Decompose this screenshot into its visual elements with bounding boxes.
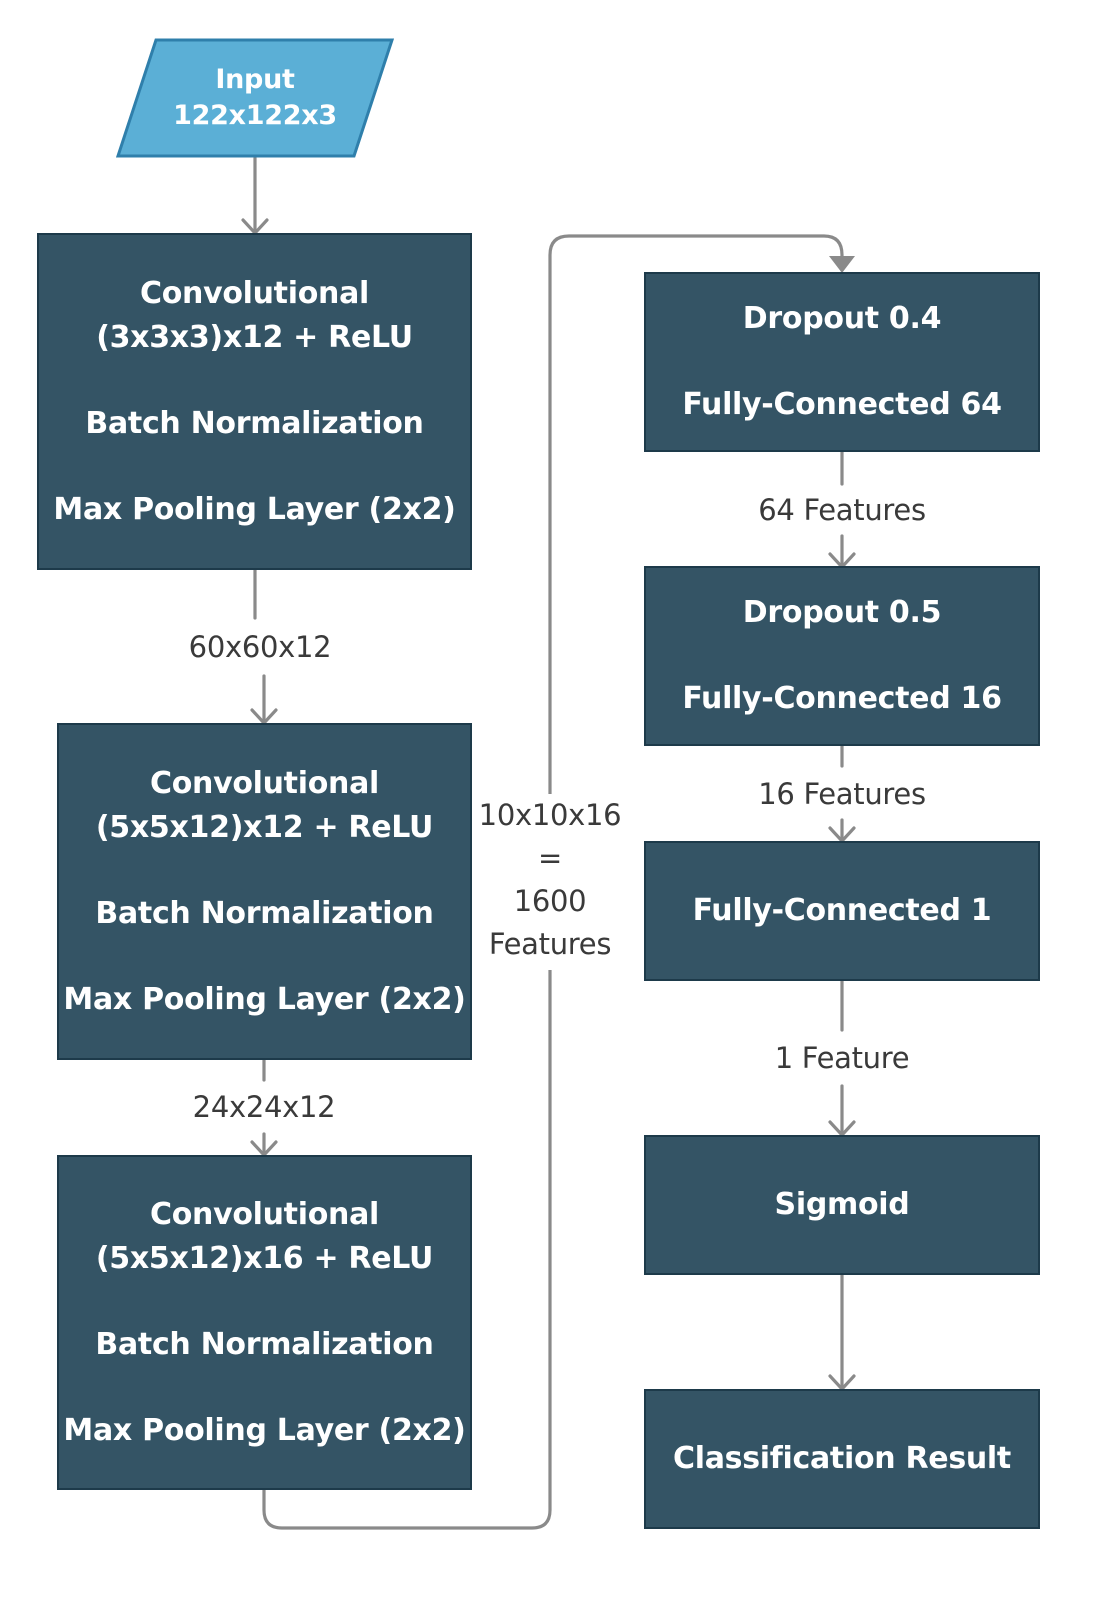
conv2-title: Convolutional: [149, 765, 379, 801]
edge-label-conv2-conv3: 24x24x12: [174, 1086, 354, 1129]
conv3-batchnorm: Batch Normalization: [95, 1326, 434, 1362]
conv3-node: Convolutional (5x5x12)x16 + ReLU Batch N…: [57, 1155, 472, 1490]
fc64-node: Dropout 0.4 Fully-Connected 64: [644, 272, 1040, 452]
sigmoid-label: Sigmoid: [774, 1187, 910, 1222]
flatten-unit: Features: [488, 927, 612, 961]
conv3-maxpool: Max Pooling Layer (2x2): [63, 1412, 466, 1448]
conv2-node: Convolutional (5x5x12)x12 + ReLU Batch N…: [57, 723, 472, 1060]
input-label: Input: [215, 64, 295, 95]
flatten-shape: 10x10x16: [478, 798, 622, 832]
edge-label-fc64-fc16: 64 Features: [730, 489, 954, 532]
edge-label-fc16-fc1: 16 Features: [730, 773, 954, 816]
conv1-node: Convolutional (3x3x3)x12 + ReLU Batch No…: [37, 233, 472, 570]
conv2-maxpool: Max Pooling Layer (2x2): [63, 981, 466, 1017]
flatten-equals: =: [538, 841, 562, 875]
input-parallelogram: [116, 38, 394, 158]
input-shape-label: 122x122x3: [173, 100, 337, 131]
arrowhead-fc64: [829, 256, 855, 273]
fc64-dense: Fully-Connected 64: [682, 387, 1002, 422]
conv3-kernel: (5x5x12)x16 + ReLU: [95, 1240, 434, 1276]
conv3-title: Convolutional: [149, 1196, 379, 1232]
conv2-kernel: (5x5x12)x12 + ReLU: [95, 809, 434, 845]
edge-label-conv3-fc64: 10x10x16 = 1600 Features: [472, 794, 628, 970]
fc1-node: Fully-Connected 1: [644, 841, 1040, 981]
flatten-count: 1600: [513, 884, 587, 918]
fc1-dense: Fully-Connected 1: [692, 893, 992, 928]
conv1-title: Convolutional: [139, 275, 369, 311]
conv1-maxpool: Max Pooling Layer (2x2): [53, 491, 456, 527]
sigmoid-node: Sigmoid: [644, 1135, 1040, 1275]
conv1-kernel: (3x3x3)x12 + ReLU: [96, 319, 413, 355]
result-label: Classification Result: [673, 1441, 1011, 1476]
result-node: Classification Result: [644, 1389, 1040, 1529]
fc16-dense: Fully-Connected 16: [682, 681, 1002, 716]
conv1-batchnorm: Batch Normalization: [85, 405, 424, 441]
fc16-dropout: Dropout 0.5: [742, 595, 942, 630]
input-node: Input 122x122x3: [116, 38, 394, 158]
fc16-node: Dropout 0.5 Fully-Connected 16: [644, 566, 1040, 746]
edge-label-fc1-sigmoid: 1 Feature: [742, 1037, 942, 1080]
conv2-batchnorm: Batch Normalization: [95, 895, 434, 931]
fc64-dropout: Dropout 0.4: [742, 301, 942, 336]
edge-label-conv1-conv2: 60x60x12: [170, 626, 350, 669]
